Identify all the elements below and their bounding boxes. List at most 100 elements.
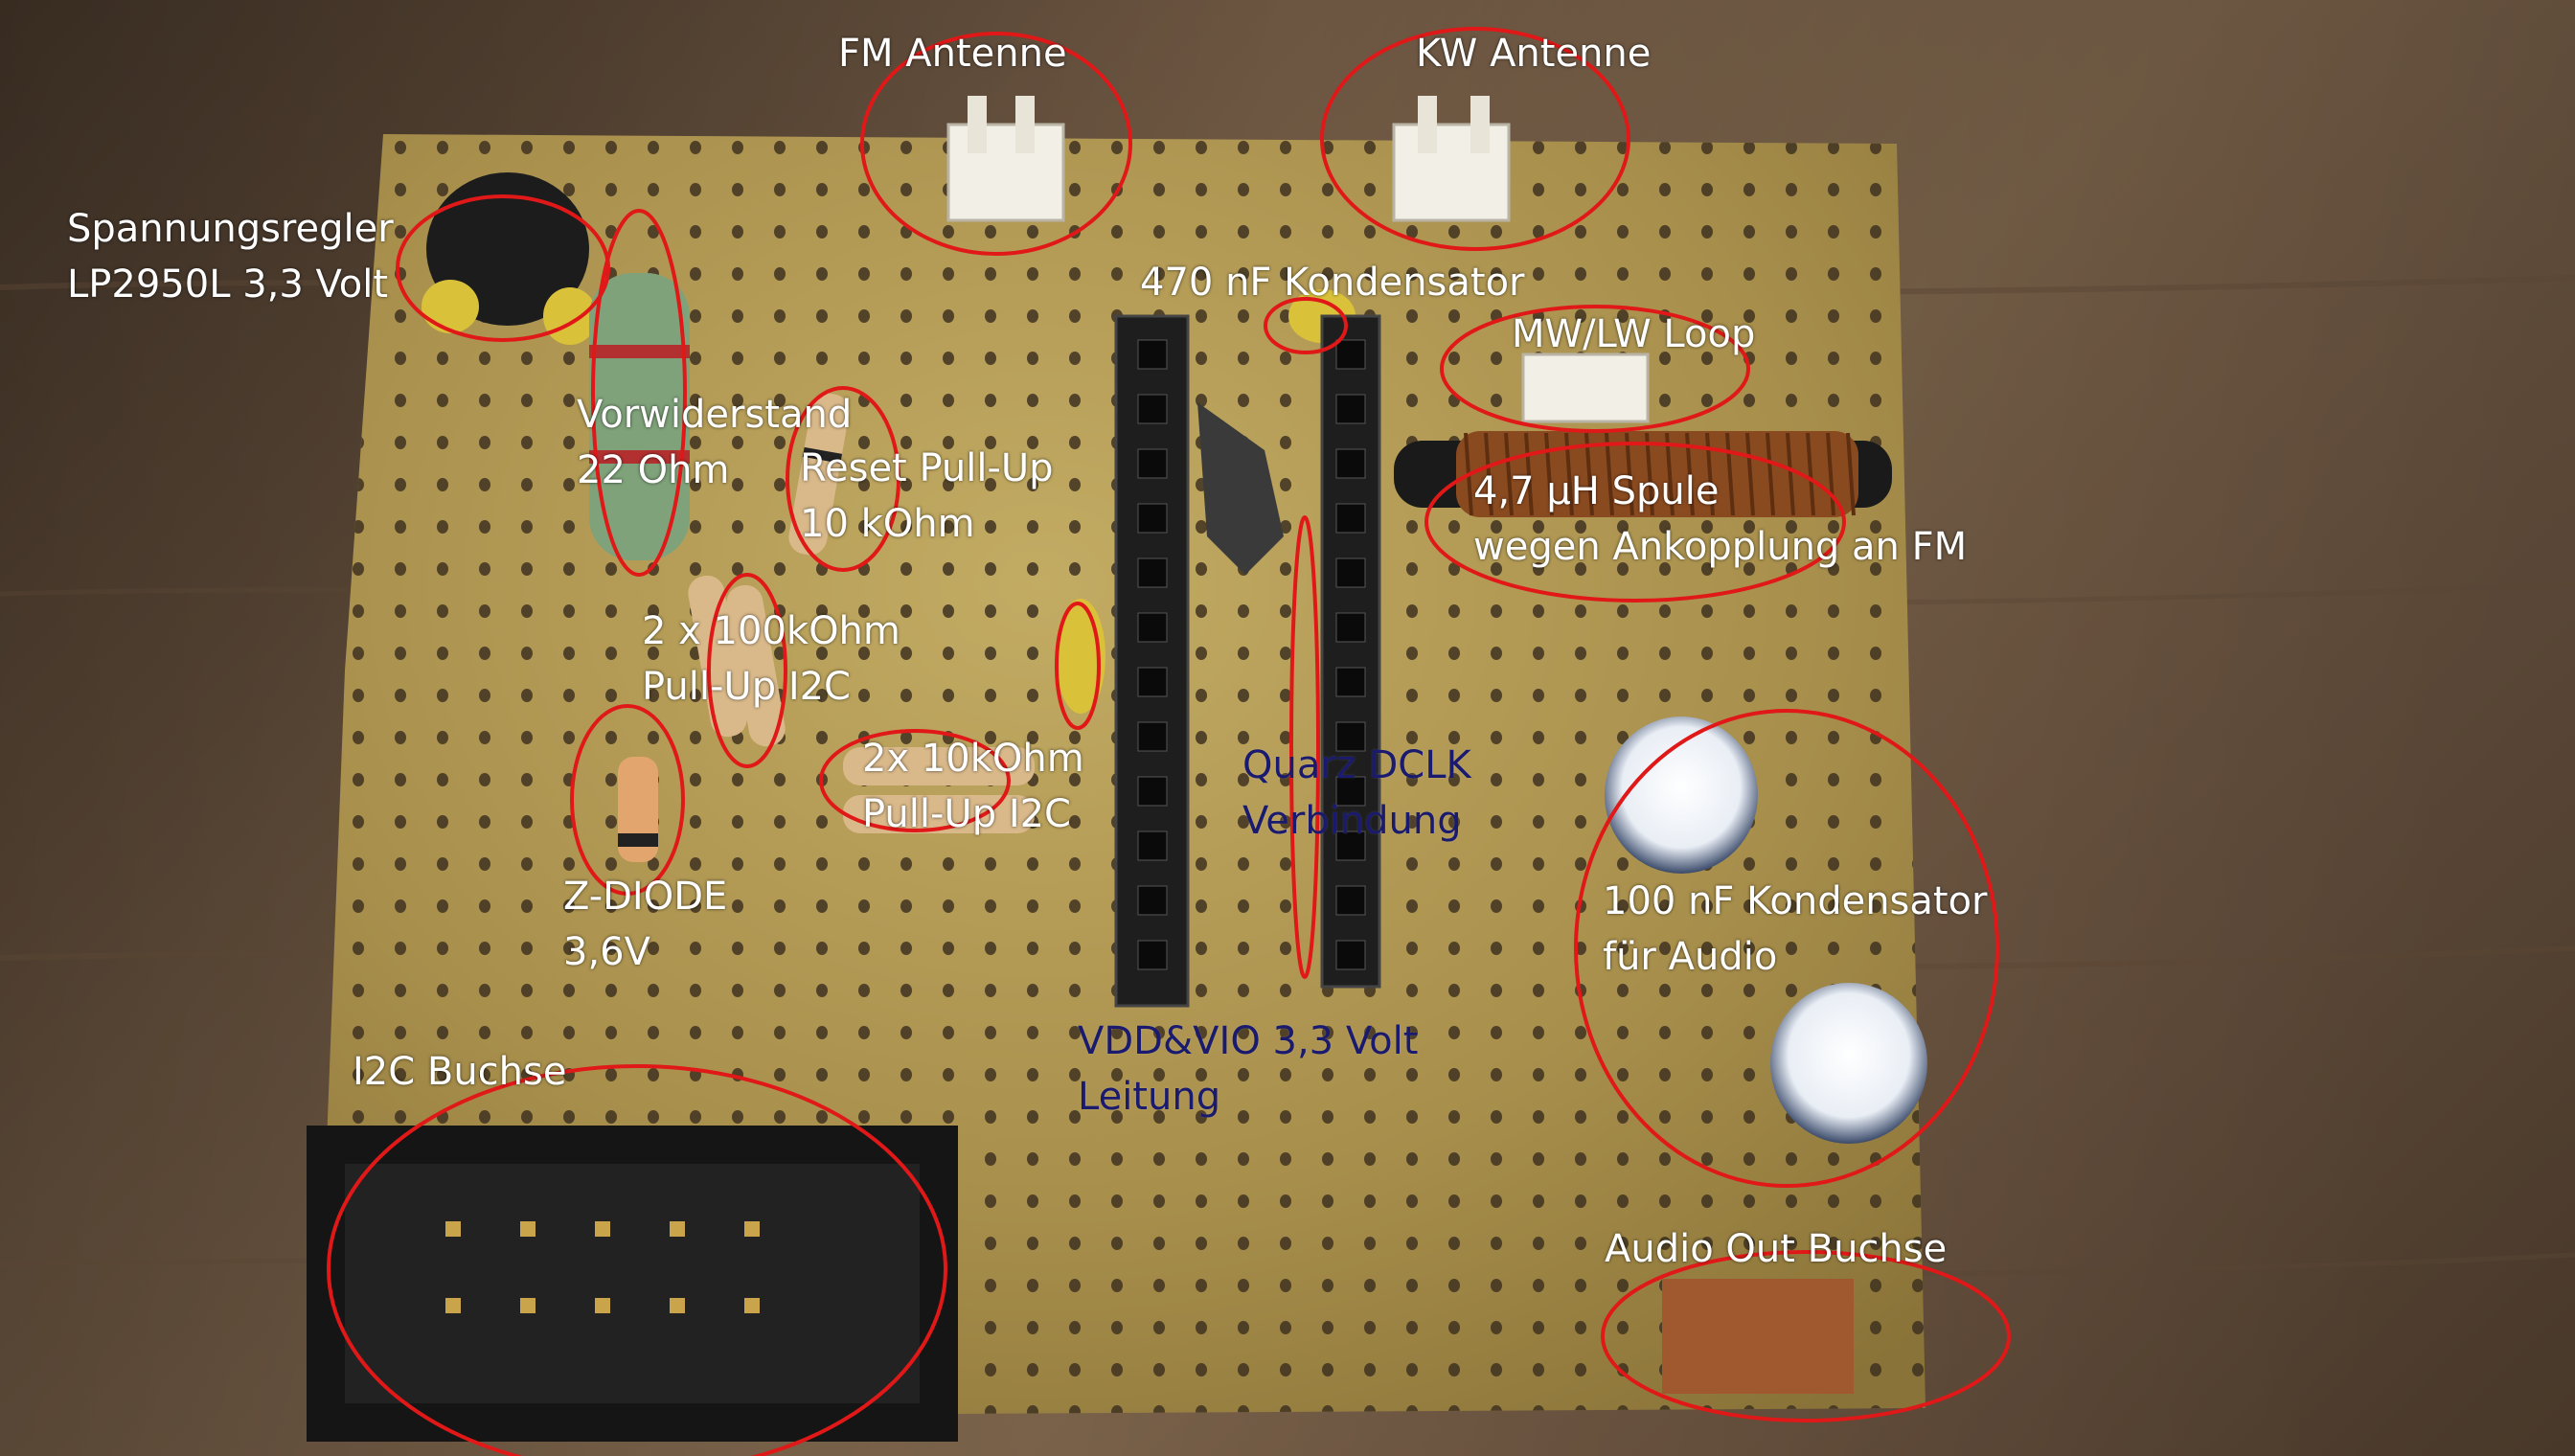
label-reset-pullup-line1: Reset Pull-Up — [800, 446, 1054, 490]
kw-antenna-connector — [1392, 96, 1511, 222]
coil-turn — [1625, 432, 1634, 516]
label-audio-out: Audio Out Buchse — [1605, 1221, 1947, 1277]
coil-turn — [1484, 432, 1493, 516]
label-470nf-capacitor: 470 nF Kondensator — [1140, 255, 1525, 310]
label-vdd-vio: VDD&VIO 3,3 Volt Leitung — [1078, 1013, 1418, 1125]
label-quartz-dclk-line2: Verbindung — [1242, 799, 1462, 843]
socket-pin — [1137, 557, 1168, 588]
label-series-resistor-line1: Vorwiderstand — [577, 393, 853, 437]
audio-out-connector — [1662, 1279, 1854, 1394]
ring-i2c-socket — [327, 1064, 947, 1456]
i2c-pin — [670, 1298, 685, 1313]
socket-pin — [1137, 612, 1168, 643]
label-audio-out-line1: Audio Out Buchse — [1605, 1227, 1948, 1271]
label-coil-line1: 4,7 µH Spule — [1473, 469, 1720, 513]
label-zener-diode-line2: 3,6V — [563, 930, 650, 974]
socket-pin — [1335, 667, 1366, 697]
label-series-resistor-line2: 22 Ohm — [577, 448, 730, 492]
socket-pin — [1335, 503, 1366, 534]
ring-series-resistor — [591, 209, 687, 577]
coil-turn — [1504, 432, 1514, 516]
socket-pin — [1335, 448, 1366, 479]
socket-pin — [1335, 612, 1366, 643]
reset-pullup-resistor — [788, 393, 850, 556]
label-voltage-regulator-line1: Spannungsregler — [67, 207, 394, 251]
i2c-pin — [520, 1221, 536, 1237]
label-voltage-regulator-line2: LP2950L 3,3 Volt — [67, 262, 389, 307]
ring-coil — [1424, 442, 1846, 603]
label-pullup-10k-line2: Pull-Up I2C — [862, 792, 1071, 836]
socket-pins — [1137, 339, 1366, 970]
label-kw-antenna: KW Antenne — [1416, 26, 1651, 81]
label-zener-diode-line1: Z-DIODE — [563, 875, 728, 919]
fm-antenna-connector — [946, 96, 1065, 222]
pullup-100k-resistors — [688, 575, 786, 747]
label-series-resistor: Vorwiderstand 22 Ohm — [577, 387, 852, 498]
coil-turn — [1846, 432, 1856, 516]
label-fm-antenna: FM Antenne — [838, 26, 1067, 81]
socket-pin — [1335, 940, 1366, 970]
zener-diode — [618, 757, 658, 862]
coil-turn — [1725, 432, 1735, 516]
i2c-pin — [744, 1221, 760, 1237]
ring-quartz-dclk — [1289, 515, 1320, 979]
socket-pin — [1335, 394, 1366, 424]
coil-turn — [1766, 432, 1775, 516]
label-reset-pullup: Reset Pull-Up 10 kOhm — [800, 441, 1054, 552]
i2c-socket — [307, 1126, 958, 1442]
socket-pin — [1137, 339, 1168, 370]
annotation-rings — [327, 27, 2011, 1456]
mw-lw-loop-connector — [1521, 353, 1650, 423]
coil-turn — [1745, 432, 1755, 516]
label-coil-line2: wegen Ankopplung an FM — [1473, 525, 1968, 569]
coil-turn — [1786, 432, 1795, 516]
i2c-pin — [595, 1298, 610, 1313]
socket-pin — [1137, 830, 1168, 861]
socket-pin — [1137, 394, 1168, 424]
label-i2c-socket-line1: I2C Buchse — [353, 1050, 567, 1094]
socket-pin — [1335, 885, 1366, 916]
ring-audio-capacitors — [1574, 709, 1999, 1188]
ring-voltage-regulator — [396, 194, 610, 342]
coil-turn — [1806, 432, 1815, 516]
coil-turn — [1645, 432, 1654, 516]
label-mw-lw-loop-line1: MW/LW Loop — [1512, 312, 1756, 356]
socket-pin — [1137, 503, 1168, 534]
ring-mw-lw-loop — [1440, 305, 1750, 433]
i2c-pin — [445, 1298, 461, 1313]
socket-pin — [1335, 557, 1366, 588]
label-fm-antenna-line1: FM Antenne — [838, 32, 1067, 76]
label-quartz-dclk: Quarz DCLK Verbindung — [1242, 738, 1471, 849]
label-coil: 4,7 µH Spule wegen Ankopplung an FM — [1473, 464, 1967, 575]
i2c-pin — [744, 1298, 760, 1313]
label-pullup-100k-line2: Pull-Up I2C — [642, 665, 851, 709]
ring-zener — [570, 704, 685, 896]
i2c-pin — [595, 1221, 610, 1237]
socket-pin — [1137, 940, 1168, 970]
coil-turn — [1665, 432, 1675, 516]
label-pullup-10k-line1: 2x 10kOhm — [862, 737, 1084, 781]
label-zener-diode: Z-DIODE 3,6V — [563, 869, 727, 980]
label-quartz-dclk-line1: Quarz DCLK — [1242, 743, 1471, 787]
socket-pin — [1335, 339, 1366, 370]
ring-pullup-10k — [819, 729, 1011, 832]
voltage-regulator — [422, 172, 597, 345]
label-mw-lw-loop: MW/LW Loop — [1512, 307, 1755, 362]
ring-470nf — [1264, 297, 1348, 354]
radio-chip-module — [1197, 402, 1284, 575]
label-reset-pullup-line2: 10 kOhm — [800, 502, 975, 546]
label-audio-capacitor-line1: 100 nF Kondensator — [1603, 879, 1988, 923]
pullup-10k-resistors — [843, 747, 1035, 833]
socket-pin — [1137, 885, 1168, 916]
label-pullup-100k: 2 x 100kOhm Pull-Up I2C — [642, 603, 900, 715]
socket-pin — [1335, 721, 1366, 752]
coil-turn — [1544, 432, 1554, 516]
label-pullup-10k: 2x 10kOhm Pull-Up I2C — [862, 731, 1084, 842]
ring-pullup-100k — [707, 573, 787, 768]
label-i2c-socket: I2C Buchse — [353, 1044, 566, 1100]
label-pullup-100k-line1: 2 x 100kOhm — [642, 609, 900, 653]
socket-pin — [1137, 776, 1168, 807]
socket-pin — [1335, 776, 1366, 807]
socket-pin — [1335, 830, 1366, 861]
